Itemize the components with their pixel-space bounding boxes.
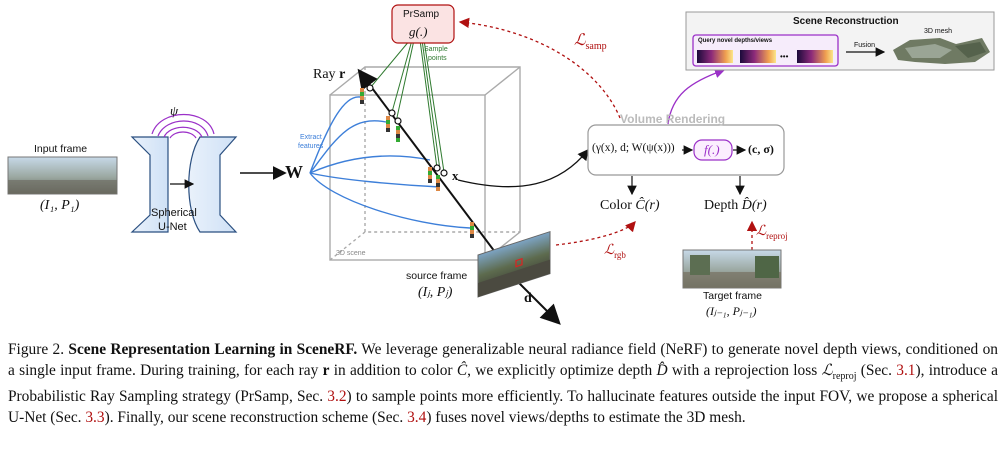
caption-text-2: in addition to color <box>329 361 457 379</box>
render-to-recon-arrow <box>667 68 726 125</box>
ray-label: Ray r <box>313 68 345 82</box>
scene-label: 3D scene <box>336 250 366 257</box>
caption-text-9: ) fuses novel views/depths to estimate t… <box>426 408 746 426</box>
caption-color-symbol: Ĉ <box>456 361 468 379</box>
psi-symbol: ψ <box>170 103 179 118</box>
depth-thumb-1 <box>697 50 733 63</box>
ray-symbol: r <box>339 67 346 82</box>
extract-features-line2: features <box>298 143 324 150</box>
input-frame-road <box>8 180 117 194</box>
sample-points-line1: Sample <box>424 46 448 53</box>
target-frame-pose: (Iⱼ₋₁, Pⱼ₋₁) <box>706 304 757 318</box>
spherical-unet-icon <box>130 114 238 233</box>
ray-label-text: Ray <box>313 67 336 82</box>
loss-rgb: ℒrgb <box>604 244 626 260</box>
query-dots: ••• <box>780 52 789 61</box>
color-output: Color Ĉ(r) <box>600 199 660 213</box>
unet-label-line1: Spherical <box>151 207 197 219</box>
ray-line <box>357 68 511 273</box>
input-frame-label: Input frame <box>34 143 88 155</box>
figure-diagram <box>7 4 995 325</box>
fusion-label: Fusion <box>854 42 876 49</box>
input-frame-pose: (I₁, P₁) <box>40 198 80 213</box>
point-to-render-arrow <box>457 148 589 188</box>
caption-text-5: (Sec. <box>856 361 897 379</box>
loss-rgb-sub: rgb <box>614 249 626 260</box>
depth-symbol: D̂(r) <box>741 198 767 213</box>
recon-title: Scene Reconstruction <box>793 16 899 27</box>
caption-text-7: ) to sample points more efficiently. To … <box>8 388 998 426</box>
loss-samp-sub: samp <box>585 41 607 53</box>
query-label: Query novel depths/views <box>698 38 773 44</box>
caption-figure-number: Figure 2. <box>8 341 65 358</box>
mesh-label: 3D mesh <box>924 28 953 35</box>
loss-rgb-symbol: ℒ <box>604 243 615 258</box>
sample-points <box>366 84 448 177</box>
feature-curves <box>309 96 471 229</box>
color-label: Color <box>600 198 632 213</box>
loss-samp-symbol: ℒ <box>574 32 586 49</box>
caption-text-8: ). Finally, our scene reconstruction sch… <box>104 408 408 426</box>
ray-d-symbol: d <box>524 291 532 306</box>
figure-2: Input frame (I₁, P₁) ψ Spherical U-Net W… <box>7 4 995 325</box>
prsamp-box <box>391 4 455 44</box>
caption-depth-symbol: D̂ <box>656 361 668 379</box>
depth-label: Depth <box>704 198 739 213</box>
volume-fn: f(.) <box>704 142 720 157</box>
caption-text-4: with a reprojection loss <box>667 361 822 379</box>
feature-vectors <box>360 88 474 238</box>
f-box <box>693 139 733 161</box>
caption-title: Scene Representation Learning in SceneRF… <box>68 341 358 358</box>
volume-input: (γ(x), d; W(ψ(x))) <box>592 142 675 154</box>
figure-caption: Figure 2. Scene Representation Learning … <box>8 340 998 428</box>
caption-text-1: We leverage generalizable neural radianc… <box>8 341 998 379</box>
loss-reproj-sub: reproj <box>766 230 788 241</box>
volume-output: (c, σ) <box>748 142 774 156</box>
scene-box <box>329 66 521 261</box>
point-x-symbol: x <box>452 168 459 183</box>
caption-loss-sub: reproj <box>832 370 857 382</box>
caption-ref-2[interactable]: 3.2 <box>327 388 347 406</box>
caption-ref-4[interactable]: 3.4 <box>407 408 427 426</box>
source-frame-label: source frame <box>406 270 468 282</box>
loss-reproj-symbol: ℒ <box>756 224 767 239</box>
loss-samp-arrow <box>458 17 621 119</box>
prsamp-title: PrSamp <box>403 9 440 20</box>
unet-label-line2: U-Net <box>158 221 187 233</box>
caption-ref-3[interactable]: 3.3 <box>85 408 105 426</box>
source-frame-image <box>477 230 551 298</box>
depth-thumb-3 <box>797 50 833 63</box>
loss-rgb-arrow <box>555 221 636 246</box>
features-w-symbol: W <box>285 162 303 182</box>
depth-output: Depth D̂(r) <box>704 199 767 213</box>
mesh-image <box>893 38 990 64</box>
target-frame-label: Target frame <box>703 290 762 302</box>
volume-rendering-title: Volume Rendering <box>620 112 726 126</box>
sample-points-line2: points <box>428 55 447 62</box>
prsamp-fn: g(.) <box>409 24 428 39</box>
caption-ref-1[interactable]: 3.1 <box>896 361 916 379</box>
loss-samp: ℒsamp <box>574 33 607 52</box>
caption-ray-symbol: r <box>322 361 330 379</box>
caption-text-6: ), introduce a Probabilistic Ray Samplin… <box>8 361 998 406</box>
loss-reproj: ℒreproj <box>756 225 788 241</box>
caption-loss-symbol: ℒ <box>821 361 833 379</box>
source-frame-pose: (Iⱼ, Pⱼ) <box>418 285 453 300</box>
extract-features-line1: Extract <box>300 134 322 141</box>
depth-thumb-2 <box>740 50 776 63</box>
caption-text-3: , we explicitly optimize depth <box>467 361 657 379</box>
color-symbol: Ĉ(r) <box>635 198 660 213</box>
